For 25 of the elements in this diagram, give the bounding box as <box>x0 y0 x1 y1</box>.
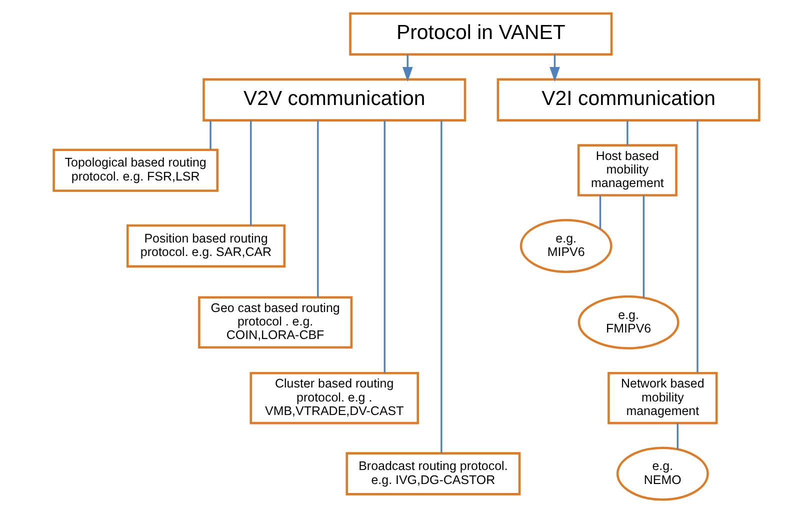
node-ellipse: e.g. MIPV6 <box>519 218 612 272</box>
connector <box>676 422 678 449</box>
connector <box>250 120 252 225</box>
connector <box>440 120 442 453</box>
connector <box>209 120 211 149</box>
connector <box>626 120 628 144</box>
node-box: Position based routing protocol. e.g. SAR,CAR <box>126 224 286 268</box>
connector <box>316 120 318 297</box>
node-ellipse: e.g. FMIPV6 <box>577 294 679 349</box>
connector <box>383 120 385 372</box>
connector <box>598 195 601 228</box>
node-box: Host based mobility management <box>576 144 677 196</box>
node-box: V2V communication <box>202 78 466 121</box>
node-box: Geo cast based routing protocol . e.g. COIN,LORA-CBF <box>198 296 352 348</box>
arrow <box>549 54 560 82</box>
node-box: Topological based routing protocol. e.g. FSR,LSR <box>52 148 218 192</box>
connector <box>696 120 698 372</box>
connector <box>642 194 644 298</box>
node-box: Broadcast routing protocol. e.g. IVG,DG-CASTOR <box>345 452 520 495</box>
arrow <box>402 54 412 82</box>
node-box: Network based mobility management <box>607 371 718 424</box>
node-ellipse: e.g. NEMO <box>616 446 708 500</box>
node-box: V2I communication <box>496 78 760 121</box>
node-box: Cluster based routing protocol. e.g . VMB,VTRADE,DV-CAST <box>249 371 418 424</box>
node-box: Protocol in VANET <box>348 12 612 56</box>
